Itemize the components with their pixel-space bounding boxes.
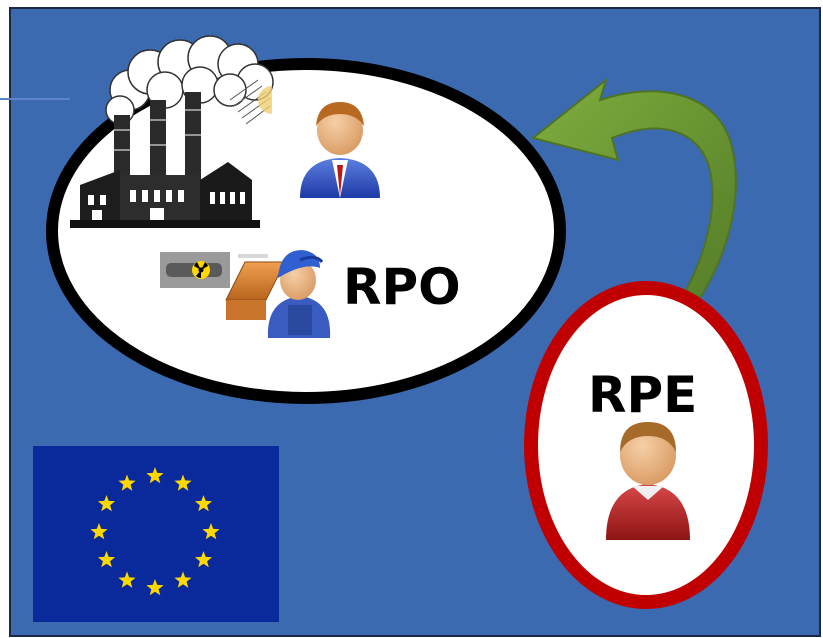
- eu-star: [194, 495, 213, 512]
- eu-star: [97, 551, 116, 568]
- manager-icon: [300, 102, 380, 198]
- expert-icon: [606, 422, 690, 540]
- eu-star: [174, 571, 192, 588]
- eu-star: [146, 467, 164, 484]
- curved-arrow-icon: [530, 77, 737, 300]
- worker-icon: [225, 250, 331, 338]
- radioactive-source-icon: [160, 252, 230, 288]
- rpe-label: RPE: [588, 366, 697, 424]
- eu-star: [118, 474, 136, 491]
- eu-star: [202, 523, 220, 540]
- eu-flag-icon: [33, 446, 279, 622]
- rpo-ellipse: [46, 58, 566, 404]
- eu-stars: [90, 467, 220, 596]
- eu-star: [194, 551, 213, 568]
- eu-star: [118, 571, 136, 588]
- eu-star: [174, 474, 192, 491]
- eu-star: [97, 495, 116, 512]
- rpo-label: RPO: [343, 258, 461, 316]
- factory-icon: [70, 35, 274, 228]
- eu-star: [90, 523, 108, 540]
- eu-star: [146, 579, 164, 596]
